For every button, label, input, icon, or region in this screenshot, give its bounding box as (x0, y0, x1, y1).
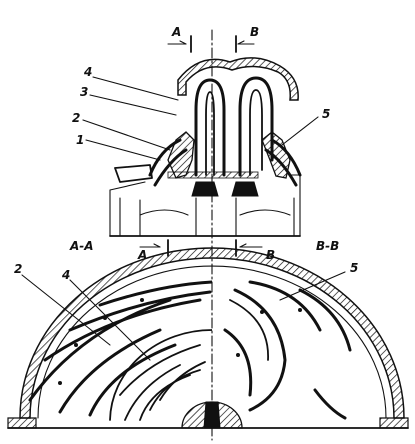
label-part-5-bottom: 5 (350, 261, 358, 275)
section-marker-a-top (167, 35, 192, 53)
section-marker-b-top (235, 35, 255, 53)
label-part-1: 1 (76, 133, 84, 147)
label-section-b-top: B (250, 25, 259, 39)
return-channel-left (194, 78, 226, 177)
shaft-hub-left (191, 181, 219, 197)
inlet-nozzle (114, 164, 153, 183)
label-part-5-top: 5 (322, 107, 330, 121)
view-aa-impeller (109, 329, 212, 421)
base-foot-right (379, 417, 409, 429)
label-part-4-top: 4 (83, 65, 92, 79)
label-section-b-mid: B (266, 248, 275, 262)
impeller-shroud-right (264, 138, 302, 187)
lower-casing (109, 174, 301, 237)
view-aa-guide-vanes (28, 280, 212, 417)
label-part-3: 3 (80, 85, 88, 99)
casing-dome (177, 57, 299, 101)
label-section-a-top: A (171, 25, 181, 39)
cross-section-views (7, 239, 409, 429)
leader-lines-bottom (21, 271, 346, 361)
label-part-2-bottom: 2 (14, 262, 22, 276)
return-channel-right (238, 76, 274, 177)
label-part-2-top: 2 (72, 111, 80, 125)
label-section-a-mid: A (137, 248, 147, 262)
shaft-hub-right (231, 181, 259, 197)
leader-lines-top (82, 76, 319, 161)
longitudinal-section (82, 29, 319, 441)
base-foot-left (7, 417, 37, 429)
label-view-bb: B-B (316, 239, 339, 253)
view-bb-return-vanes (223, 280, 352, 420)
label-part-4-bottom: 4 (61, 268, 70, 282)
label-view-aa: A-A (69, 239, 94, 253)
